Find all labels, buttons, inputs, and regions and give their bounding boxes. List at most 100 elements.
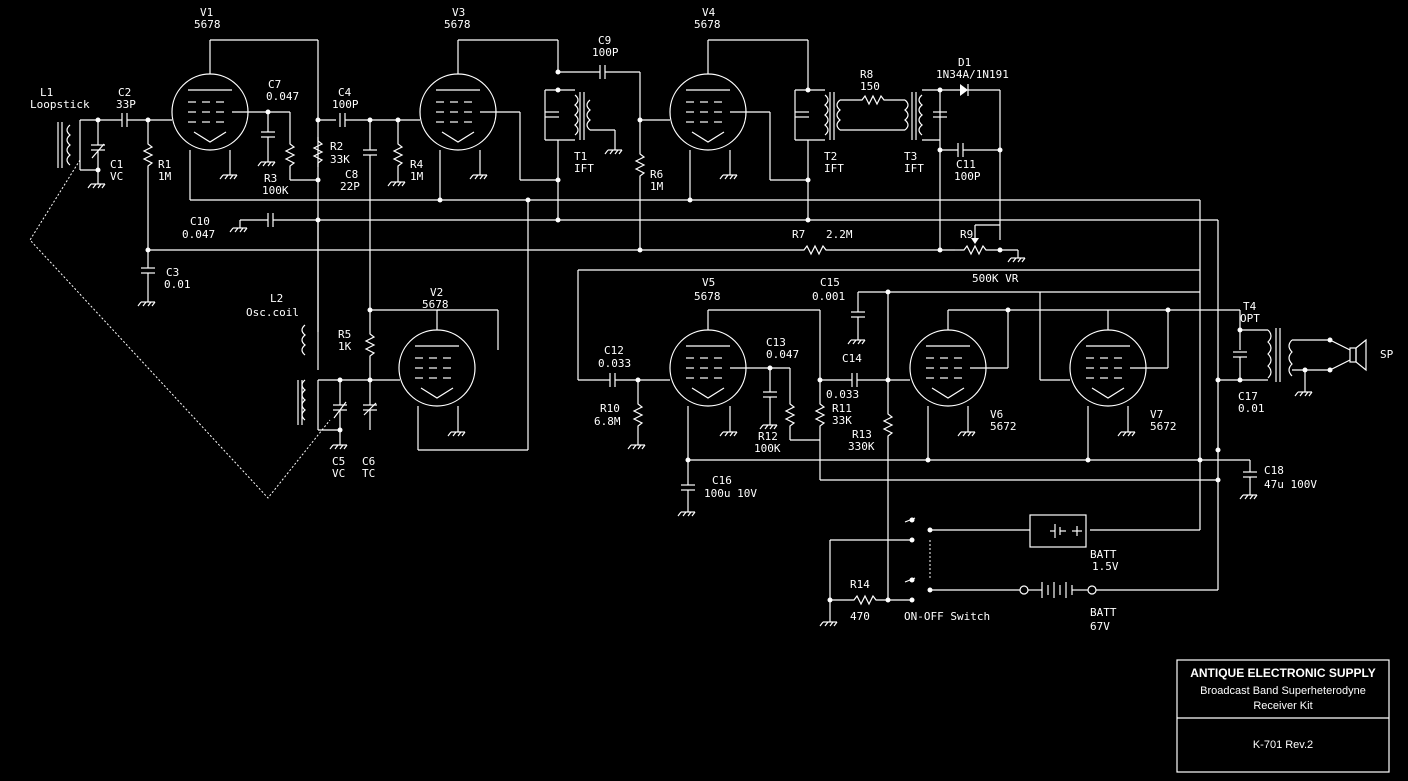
label-l2: L2 xyxy=(270,292,283,305)
label-r12-value: 100K xyxy=(754,442,781,455)
label-r8-value: 150 xyxy=(860,80,880,93)
label-v6-value: 5672 xyxy=(990,420,1017,433)
label-c14: C14 xyxy=(842,352,862,365)
label-c9: C9 xyxy=(598,34,611,47)
wiring xyxy=(29,39,1367,627)
label-batt1-value: 1.5V xyxy=(1092,560,1119,573)
component-labels: L1 Loopstick C2 33P C1 VC R1 1M V1 5678 … xyxy=(30,6,1394,633)
label-v7: V7 xyxy=(1150,408,1163,421)
title-line2: Receiver Kit xyxy=(1253,700,1312,712)
label-batt2-value: 67V xyxy=(1090,620,1110,633)
label-v3-value: 5678 xyxy=(444,18,471,31)
label-c15-value: 0.001 xyxy=(812,290,845,303)
title-line1: Broadcast Band Superheterodyne xyxy=(1200,685,1366,697)
label-r3: R3 xyxy=(264,172,277,185)
label-c2: C2 xyxy=(118,86,131,99)
label-c10-value: 0.047 xyxy=(182,228,215,241)
label-r13-value: 330K xyxy=(848,440,875,453)
label-c10: C10 xyxy=(190,215,210,228)
title-company: ANTIQUE ELECTRONIC SUPPLY xyxy=(1190,666,1376,680)
label-l1-value: Loopstick xyxy=(30,98,90,111)
label-c8: C8 xyxy=(345,168,358,181)
label-r11-value: 33K xyxy=(832,414,852,427)
label-v3: V3 xyxy=(452,6,465,19)
label-d1-value: 1N34A/1N191 xyxy=(936,68,1009,81)
label-r2: R2 xyxy=(330,140,343,153)
label-v1-value: 5678 xyxy=(194,18,221,31)
label-r14: R14 xyxy=(850,578,870,591)
label-r1: R1 xyxy=(158,158,171,171)
label-t4-value: OPT xyxy=(1240,312,1260,325)
label-c4: C4 xyxy=(338,86,352,99)
label-c3-value: 0.01 xyxy=(164,278,191,291)
label-r9: R9 xyxy=(960,228,973,241)
label-c13-value: 0.047 xyxy=(766,348,799,361)
label-c6-value: TC xyxy=(362,467,375,480)
label-r3-value: 100K xyxy=(262,184,289,197)
label-r12: R12 xyxy=(758,430,778,443)
label-r6-value: 1M xyxy=(650,180,664,193)
label-v5: V5 xyxy=(702,276,715,289)
label-t2-value: IFT xyxy=(824,162,844,175)
label-c17-value: 0.01 xyxy=(1238,402,1265,415)
label-r9-value: 500K VR xyxy=(972,272,1019,285)
label-c5: C5 xyxy=(332,455,345,468)
label-l2-value: Osc.coil xyxy=(246,306,299,319)
label-c3: C3 xyxy=(166,266,179,279)
junction-dots xyxy=(95,69,1333,603)
label-c1-value: VC xyxy=(110,170,123,183)
label-v6: V6 xyxy=(990,408,1003,421)
label-r7: R7 xyxy=(792,228,805,241)
label-r5-value: 1K xyxy=(338,340,352,353)
label-c8-value: 22P xyxy=(340,180,360,193)
label-c7-value: 0.047 xyxy=(266,90,299,103)
label-c9-value: 100P xyxy=(592,46,619,59)
label-v4: V4 xyxy=(702,6,716,19)
label-r14-value: 470 xyxy=(850,610,870,623)
title-part-number: K-701 Rev.2 xyxy=(1253,739,1313,751)
label-r1-value: 1M xyxy=(158,170,172,183)
label-c16-value: 100u 10V xyxy=(704,487,757,500)
label-c17: C17 xyxy=(1238,390,1258,403)
label-v2: V2 xyxy=(430,286,443,299)
label-t1-value: IFT xyxy=(574,162,594,175)
label-v1: V1 xyxy=(200,6,213,19)
label-r10-value: 6.8M xyxy=(594,415,621,428)
label-t1: T1 xyxy=(574,150,587,163)
label-c18: C18 xyxy=(1264,464,1284,477)
label-v7-value: 5672 xyxy=(1150,420,1177,433)
title-block: ANTIQUE ELECTRONIC SUPPLY Broadcast Band… xyxy=(1176,659,1390,773)
label-r7-value: 2.2M xyxy=(826,228,853,241)
label-c14-value: 0.033 xyxy=(826,388,859,401)
label-v2-value: 5678 xyxy=(422,298,449,311)
label-c1: C1 xyxy=(110,158,123,171)
label-t3: T3 xyxy=(904,150,917,163)
label-c13: C13 xyxy=(766,336,786,349)
label-batt1: BATT xyxy=(1090,548,1117,561)
label-v5-value: 5678 xyxy=(694,290,721,303)
label-r11: R11 xyxy=(832,402,852,415)
label-v4-value: 5678 xyxy=(694,18,721,31)
label-r5: R5 xyxy=(338,328,351,341)
label-c12-value: 0.033 xyxy=(598,357,631,370)
label-batt2: BATT xyxy=(1090,606,1117,619)
label-r8: R8 xyxy=(860,68,873,81)
label-t3-value: IFT xyxy=(904,162,924,175)
label-r4: R4 xyxy=(410,158,424,171)
label-c5-value: VC xyxy=(332,467,345,480)
tube-v2 xyxy=(398,329,476,407)
label-t4: T4 xyxy=(1243,300,1257,313)
label-c11-value: 100P xyxy=(954,170,981,183)
label-c11: C11 xyxy=(956,158,976,171)
label-c2-value: 33P xyxy=(116,98,136,111)
label-c16: C16 xyxy=(712,474,732,487)
label-t2: T2 xyxy=(824,150,837,163)
label-c15: C15 xyxy=(820,276,840,289)
label-r2-value: 33K xyxy=(330,153,350,166)
label-switch: ON-OFF Switch xyxy=(904,610,990,623)
label-sp: SP xyxy=(1380,348,1394,361)
label-c4-value: 100P xyxy=(332,98,359,111)
label-c7: C7 xyxy=(268,78,281,91)
